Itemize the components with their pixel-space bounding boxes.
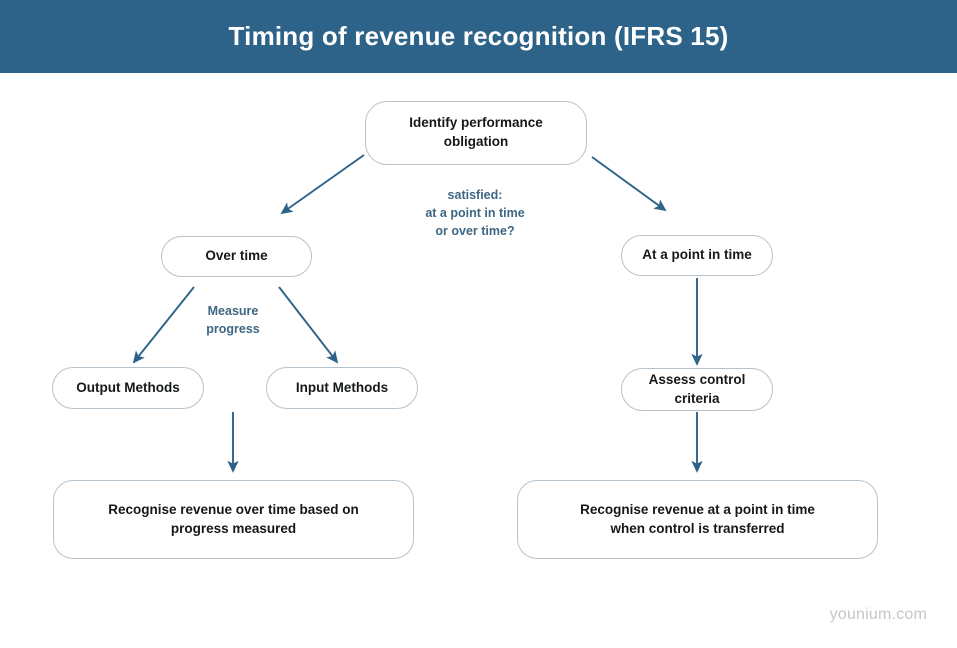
arrow-over-time-to-input-methods	[278, 286, 339, 364]
arrow-identify-to-over-time	[280, 154, 365, 215]
node-at-a-point-in-time[interactable]: At a point in time	[621, 235, 773, 276]
watermark-younium: younium.com	[829, 606, 927, 623]
header-bar: Timing of revenue recognition (IFRS 15)	[0, 0, 957, 73]
page-title: Timing of revenue recognition (IFRS 15)	[228, 21, 729, 51]
node-input-methods[interactable]: Input Methods	[266, 367, 418, 409]
node-over-time[interactable]: Over time	[161, 236, 312, 277]
node-output-methods[interactable]: Output Methods	[52, 367, 204, 409]
arrow-identify-to-at-point-in-time	[591, 156, 667, 212]
